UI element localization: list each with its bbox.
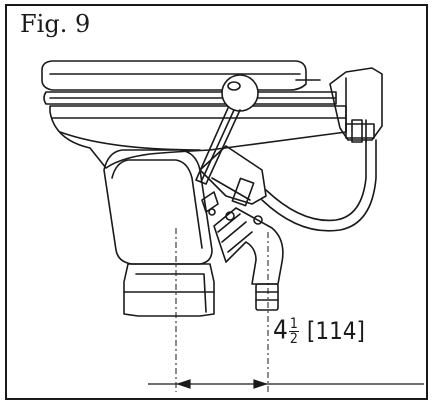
elbow-bolt: [226, 212, 234, 220]
hardware-bracket: [202, 192, 218, 212]
discharge-hose: [262, 140, 376, 231]
handle-knob-highlight: [228, 82, 240, 90]
outlet-spigot: [256, 284, 278, 310]
motor-line: [212, 178, 250, 200]
fraction-numerator: 1: [288, 316, 299, 332]
pump-fitting-ring: [352, 120, 362, 142]
handle-lever-line: [201, 110, 234, 182]
inlet-elbow: [214, 208, 283, 284]
dimension-whole: 4: [273, 315, 288, 346]
fraction-denominator: 2: [289, 331, 298, 347]
dimension-arrow-right: [254, 380, 266, 388]
pedestal-inner: [112, 160, 202, 248]
elbow-bolt-2: [254, 216, 262, 224]
elbow-band-1: [218, 214, 240, 232]
seat-lid: [42, 61, 306, 90]
pedestal-housing: [104, 150, 212, 264]
motor-clamp: [232, 178, 253, 205]
base-block: [124, 264, 214, 316]
elbow-band-3: [228, 232, 252, 252]
figure-label: Fig. 9: [20, 10, 91, 38]
handle-knob: [222, 75, 258, 111]
dimension-metric: [114]: [306, 316, 365, 345]
pump-housing: [330, 68, 382, 140]
discharge-hose-outer: [266, 140, 366, 220]
dimension-arrow-left: [178, 380, 190, 388]
hardware-screw: [209, 209, 215, 215]
pump-fitting: [346, 124, 374, 138]
seat-ring: [44, 92, 336, 104]
elbow-band-2: [222, 222, 246, 242]
motor-assembly: [200, 146, 266, 204]
base-block-inner: [136, 274, 206, 312]
bowl-lower-curve: [60, 132, 200, 150]
bowl-body: [50, 106, 346, 168]
